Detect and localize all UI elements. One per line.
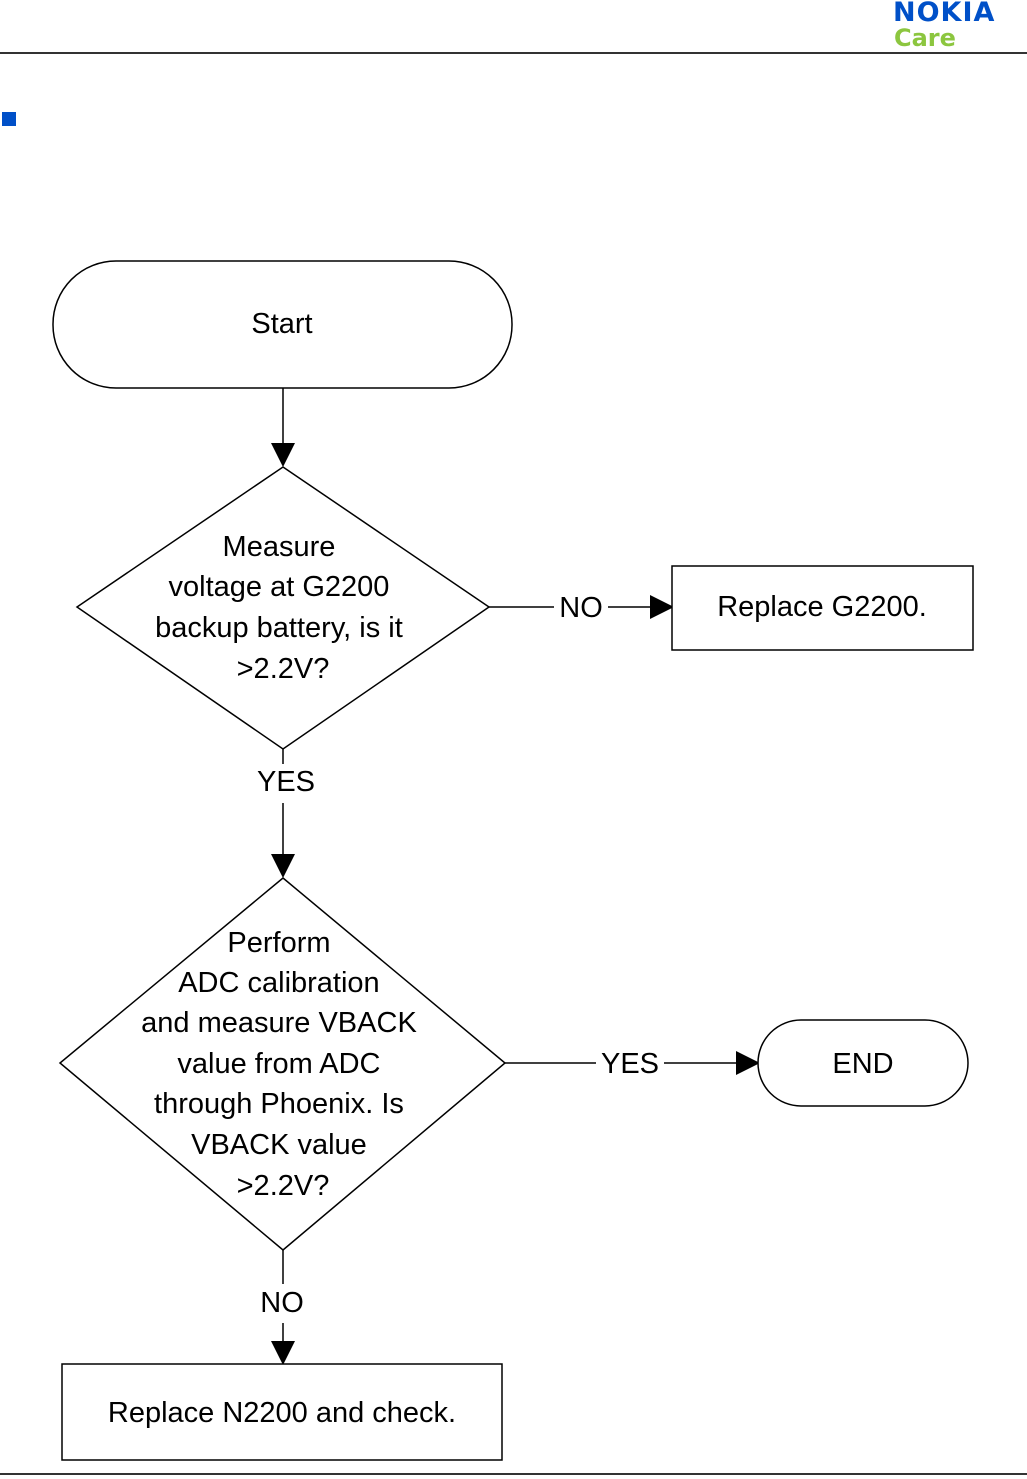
decision2-line: VBACK value (191, 1129, 367, 1161)
decision2-yes-label: YES (601, 1048, 659, 1080)
logo-sub-brand: Care (894, 24, 956, 52)
header-rule (0, 52, 1027, 54)
decision2-line: Perform (227, 927, 330, 959)
decision1-yes-label: YES (257, 766, 315, 798)
decision2-line: ADC calibration (178, 967, 379, 999)
section-bullet-icon (2, 112, 16, 126)
decision1-line: >2.2V? (237, 653, 330, 685)
replace-n2200-label: Replace N2200 and check. (108, 1397, 456, 1429)
footer-rule (0, 1473, 1027, 1475)
decision2-text: Perform ADC calibration and measure VBAC… (141, 927, 425, 1202)
nokia-care-logo: NOKIA Care (893, 0, 1023, 50)
decision1-line: backup battery, is it (155, 612, 403, 644)
replace-g2200-label: Replace G2200. (717, 591, 927, 623)
decision2-line: through Phoenix. Is (154, 1088, 404, 1120)
decision2-line: and measure VBACK (141, 1007, 417, 1039)
decision1-line: Measure (223, 531, 336, 563)
decision2-line: >2.2V? (237, 1170, 330, 1202)
end-label: END (832, 1048, 893, 1080)
decision2-no-label: NO (260, 1287, 304, 1319)
logo-brand: NOKIA (893, 0, 996, 28)
start-label: Start (251, 308, 312, 340)
replace-n2200-box: Replace N2200 and check. (61, 1363, 503, 1461)
decision1-line: voltage at G2200 (169, 571, 390, 603)
replace-g2200-box: Replace G2200. (671, 565, 974, 651)
start-node: Start (52, 260, 513, 389)
decision2-line: value from ADC (177, 1048, 380, 1080)
decision-backup-battery: Measure voltage at G2200 backup battery,… (75, 466, 491, 750)
end-node: END (757, 1019, 969, 1107)
decision1-text: Measure voltage at G2200 backup battery,… (155, 531, 411, 685)
decision-vback-value: Perform ADC calibration and measure VBAC… (58, 877, 507, 1251)
decision1-no-label: NO (559, 592, 603, 624)
